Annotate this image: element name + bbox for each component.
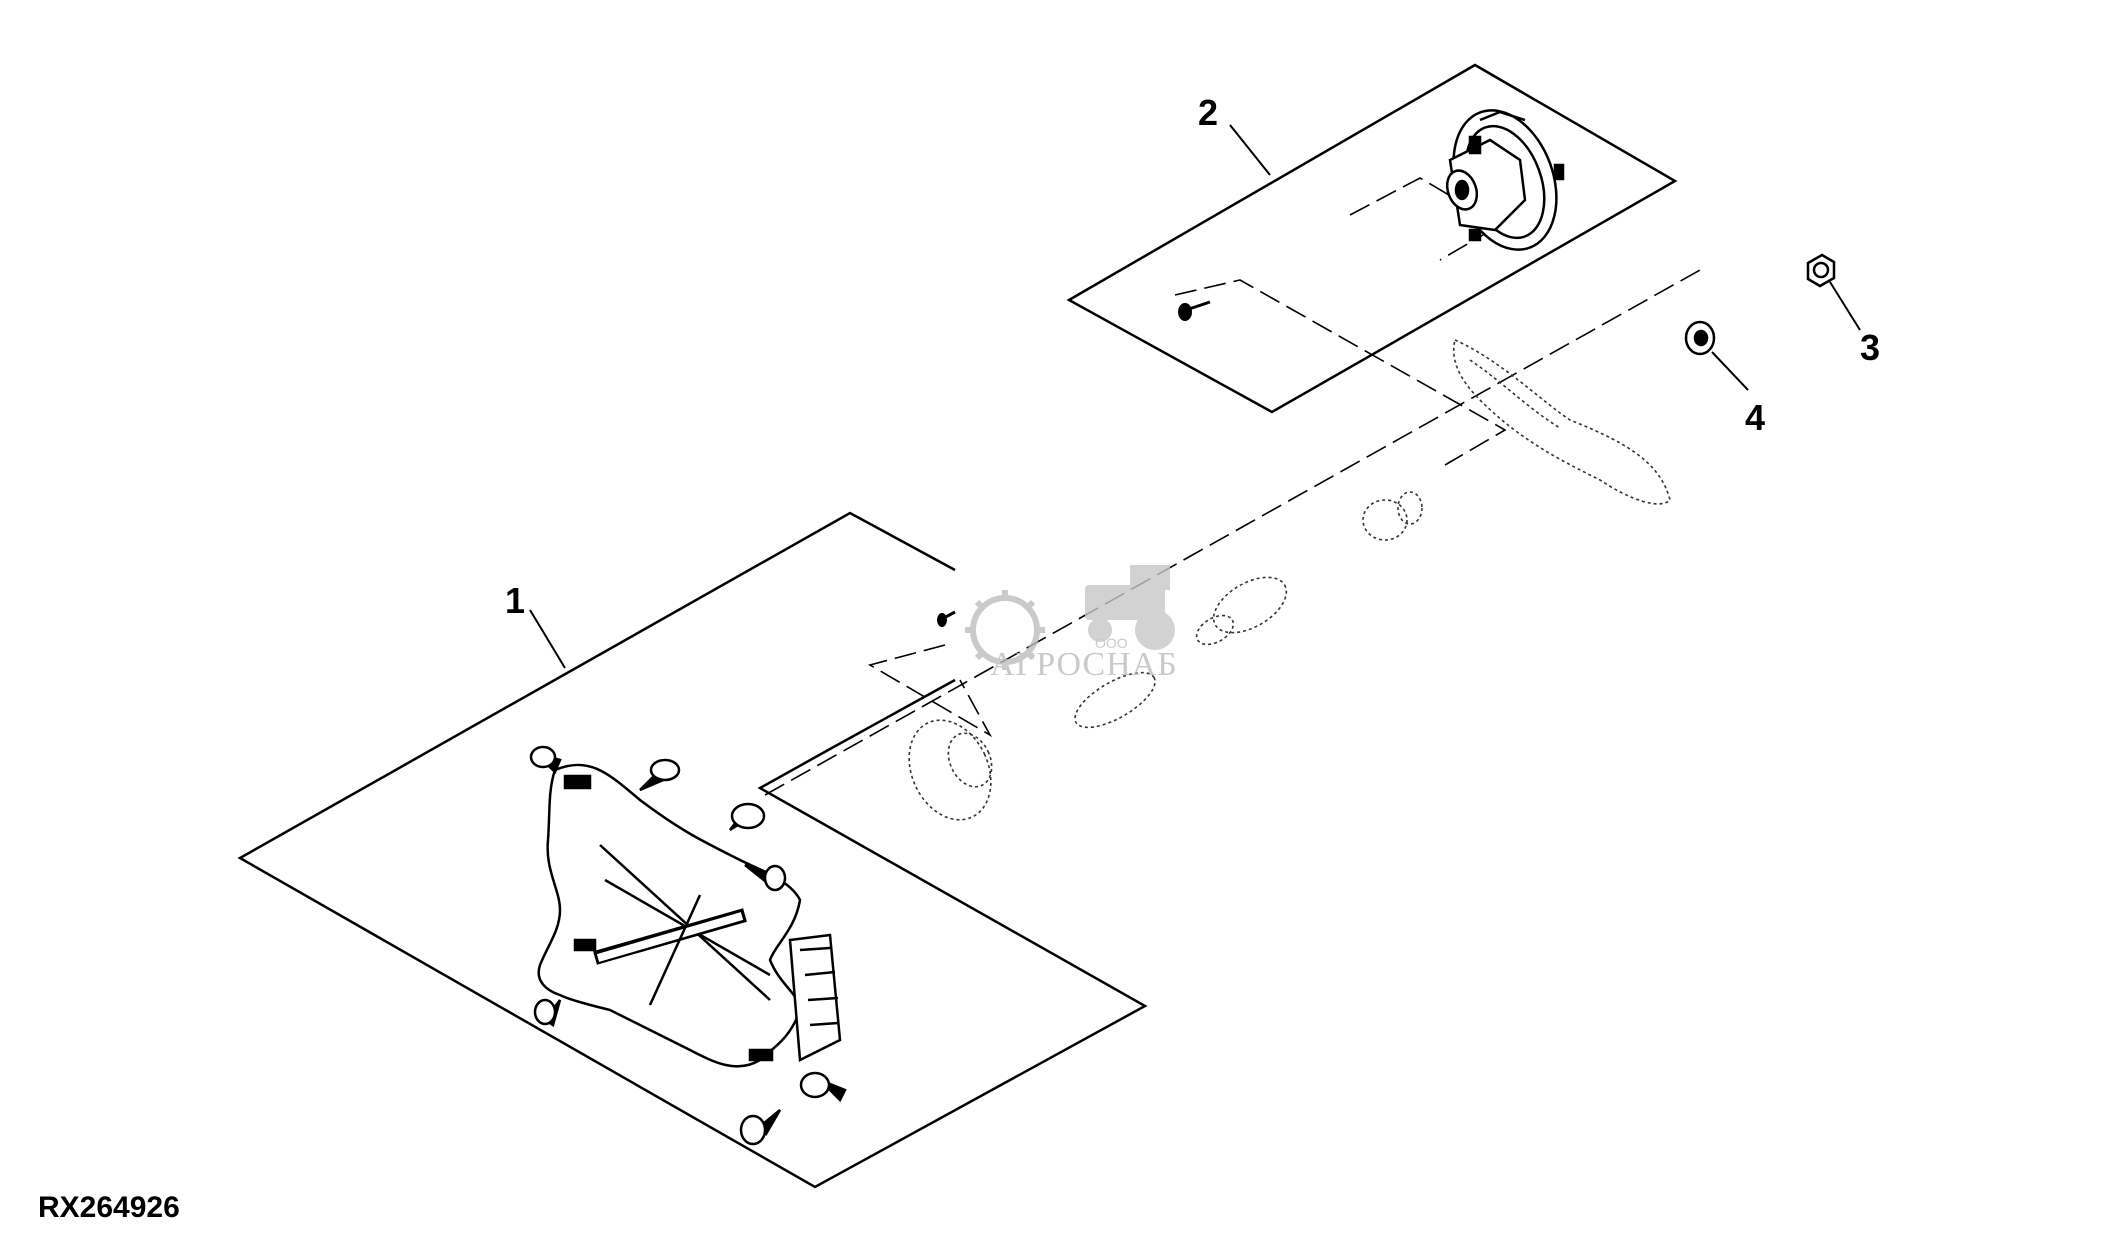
- knob-icon: [799, 1071, 847, 1103]
- callout-2: 2: [1198, 92, 1218, 133]
- watermark: ООО АГРОСНАБ: [965, 565, 1178, 683]
- part-1-x-bracket: [529, 745, 847, 1146]
- knob-icon: [529, 745, 562, 775]
- leader-lines: [529, 124, 1861, 669]
- part-4-washer: [1684, 320, 1716, 356]
- knob-icon: [533, 998, 562, 1027]
- knob-icon: [744, 863, 787, 892]
- part-3-nut: [1806, 253, 1836, 288]
- watermark-brand: АГРОСНАБ: [990, 646, 1178, 683]
- gear-logo-icon: [965, 590, 1045, 670]
- callout-3: 3: [1860, 327, 1880, 368]
- knob-icon: [729, 802, 766, 832]
- part-2-connector: [1445, 109, 1565, 251]
- pin-icon: [937, 610, 956, 627]
- panel-1-outline: [237, 511, 1148, 1189]
- figure-id: RX264926: [38, 1191, 180, 1224]
- panel-2-outline: [1066, 63, 1678, 414]
- tractor-logo-icon: [1085, 565, 1175, 650]
- callout-1: 1: [505, 580, 525, 621]
- knob-icon: [739, 1109, 782, 1146]
- callout-4: 4: [1745, 397, 1765, 438]
- phantom-parts: [908, 338, 1671, 821]
- screw-icon: [1178, 300, 1211, 321]
- knob-icon: [639, 758, 681, 792]
- watermark-small: ООО: [1095, 635, 1128, 651]
